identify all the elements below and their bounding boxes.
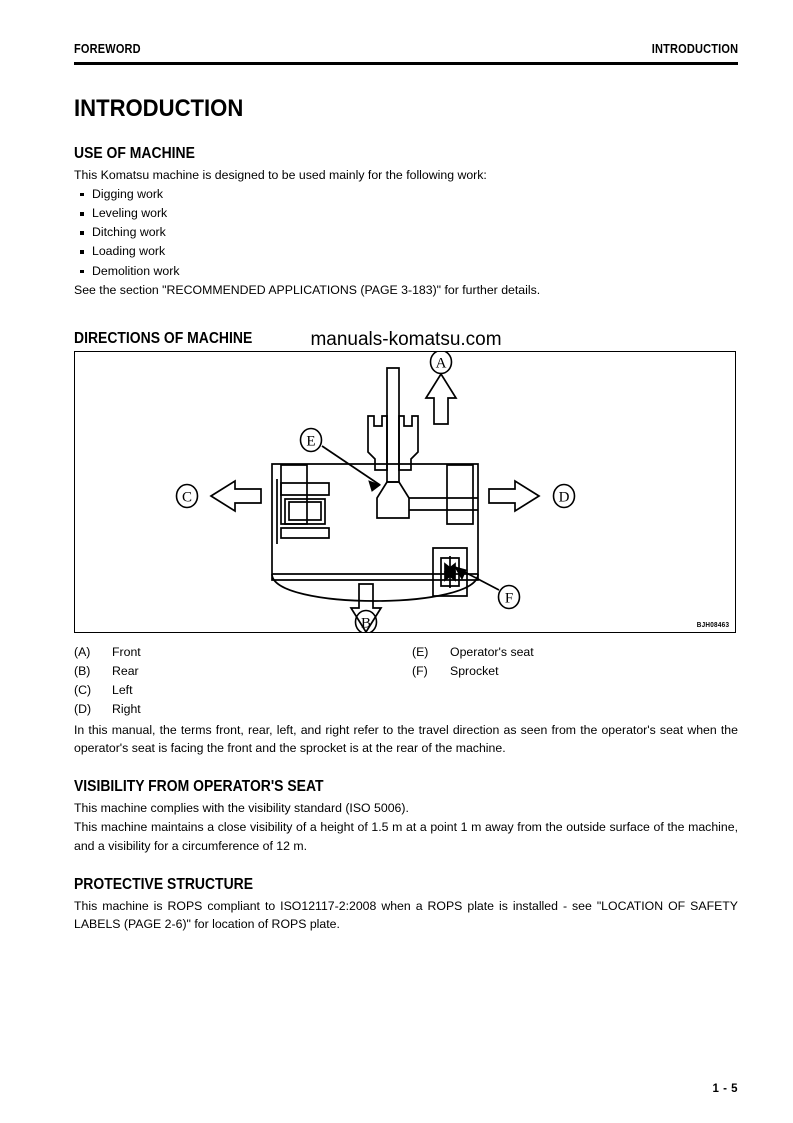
arrow-right — [488, 479, 541, 513]
sprocket-housing — [432, 546, 468, 597]
list-item: Ditching work — [74, 223, 738, 242]
header-rule — [74, 62, 738, 65]
leader-arrowhead-E — [368, 479, 382, 492]
legend-column-left: (A) Front (B) Rear (C) Left (D) Right — [74, 643, 141, 719]
legend-item: (D) Right — [74, 700, 141, 719]
callout-C: C — [175, 483, 199, 508]
legend-key: (A) — [74, 644, 91, 659]
use-of-machine-intro: This Komatsu machine is designed to be u… — [74, 168, 487, 182]
counterweight-curve — [271, 573, 479, 602]
page-number: 1 - 5 — [712, 1083, 738, 1095]
use-of-machine-list: Digging work Leveling work Ditching work… — [74, 185, 738, 281]
legend-item: (C) Left — [74, 681, 141, 700]
cab-front-bar — [280, 481, 330, 496]
directions-note: In this manual, the terms front, rear, l… — [74, 722, 738, 756]
operator-seat-cushion — [288, 500, 322, 521]
header-right-title: INTRODUCTION — [651, 42, 738, 56]
arrow-rear-down — [349, 582, 383, 632]
callout-F: F — [497, 584, 521, 609]
svg-text:B: B — [361, 615, 371, 631]
legend-value: Front — [112, 644, 141, 659]
leader-arrowhead-F — [453, 565, 467, 580]
svg-text:C: C — [182, 489, 192, 505]
figure-legend: (A) Front (B) Rear (C) Left (D) Right (E) Ope… — [74, 643, 738, 721]
arm-shaft — [386, 366, 400, 483]
running-header: FOREWORD INTRODUCTION — [74, 42, 738, 68]
machine-directions-figure: A B C D — [74, 350, 736, 633]
section-title-use-of-machine: USE OF MACHINE — [74, 145, 195, 162]
boom-foot — [376, 480, 410, 519]
legend-key: (B) — [74, 663, 91, 678]
callout-E: E — [299, 427, 323, 452]
callout-B: B — [354, 609, 378, 632]
svg-text:E: E — [306, 433, 315, 449]
callout-A: A — [429, 351, 453, 374]
legend-item: (B) Rear — [74, 662, 141, 681]
excavator-top-view-diagram: A B C D — [175, 351, 576, 632]
callout-D: D — [552, 483, 576, 508]
directions-figure-block: manuals-komatsu.com — [74, 329, 738, 633]
bucket-left-fork — [367, 414, 388, 471]
machine-house-outline — [271, 462, 479, 581]
page-content: INTRODUCTION USE OF MACHINE This Komatsu… — [74, 95, 738, 934]
bucket-right-fork — [398, 414, 419, 471]
legend-value: Operator's seat — [450, 644, 534, 659]
legend-value: Left — [112, 682, 133, 697]
section-title-visibility: VISIBILITY FROM OPERATOR'S SEAT — [74, 778, 324, 796]
list-item: Loading work — [74, 242, 738, 261]
protective-structure-line-1: This machine is ROPS compliant to ISO121… — [74, 898, 738, 932]
page-title: INTRODUCTION — [74, 95, 244, 122]
legend-value: Right — [112, 701, 141, 716]
legend-key: (D) — [74, 701, 92, 716]
legend-key: (E) — [412, 644, 429, 659]
legend-value: Rear — [112, 663, 139, 678]
arrow-front-up — [424, 372, 458, 425]
legend-column-right: (E) Operator's seat (F) Sprocket — [412, 643, 534, 681]
right-track-frame — [446, 463, 474, 525]
operator-seat-block — [284, 497, 326, 525]
visibility-line-1: This machine complies with the visibilit… — [74, 801, 409, 816]
legend-item: (E) Operator's seat — [412, 643, 534, 662]
arrow-left — [209, 479, 262, 513]
svg-text:F: F — [505, 590, 513, 606]
visibility-line-2: This machine maintains a close visibilit… — [74, 820, 738, 853]
sprocket-plate — [440, 556, 460, 587]
figure-reference-code: BJH08463 — [696, 619, 729, 629]
svg-text:A: A — [436, 355, 447, 371]
use-of-machine-outro: See the section "RECOMMENDED APPLICATION… — [74, 282, 541, 297]
section-title-protective-structure: PROTECTIVE STRUCTURE — [74, 875, 254, 893]
legend-item: (A) Front — [74, 643, 141, 662]
legend-value: Sprocket — [450, 663, 499, 678]
leader-line-E — [321, 444, 381, 486]
list-item: Digging work — [74, 185, 738, 204]
cab-rear-bar — [280, 526, 330, 539]
legend-key: (C) — [74, 682, 92, 697]
legend-key: (F) — [412, 663, 428, 678]
section-title-directions-of-machine: DIRECTIONS OF MACHINE — [74, 329, 253, 347]
list-item: Demolition work — [74, 262, 738, 281]
header-left-title: FOREWORD — [74, 42, 141, 56]
list-item: Leveling work — [74, 204, 738, 223]
svg-text:D: D — [559, 489, 570, 505]
legend-item: (F) Sprocket — [412, 662, 534, 681]
